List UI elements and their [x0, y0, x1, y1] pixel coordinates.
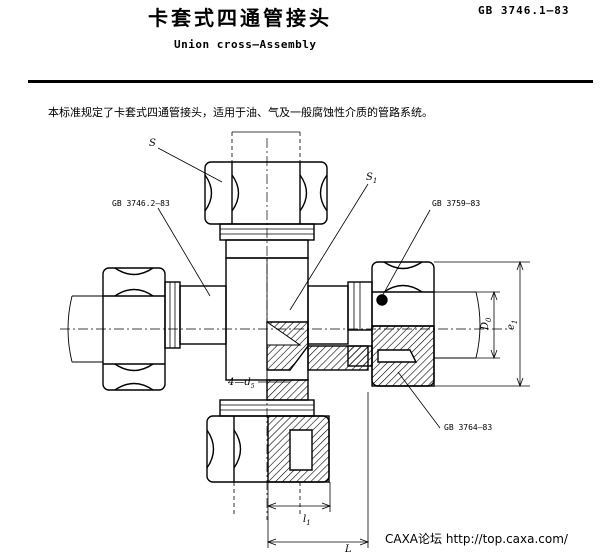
bottom-nut: [206, 399, 330, 516]
label-dim-d0: D0: [480, 317, 493, 331]
right-nut: [347, 261, 481, 387]
center-lines: [60, 138, 510, 520]
header-rule: [28, 80, 593, 83]
page-title: 卡套式四通管接头: [148, 6, 332, 30]
label-body-std: GB 3764—83: [444, 423, 492, 432]
leader-lines: [157, 147, 441, 429]
label-nut-s: S: [149, 138, 156, 149]
label-dim-l1: l1: [303, 514, 311, 527]
label-port-count: 4—d5: [227, 377, 255, 390]
top-nut: [204, 131, 328, 259]
dimension-lines: [266, 260, 530, 548]
watermark: CAXA论坛 http://top.caxa.com/: [385, 532, 568, 546]
label-nut-std: GB 3746.2—83: [112, 199, 170, 208]
label-dim-L: L: [344, 544, 352, 555]
label-body-s1: S1: [366, 172, 377, 185]
intro-paragraph: 本标准规定了卡套式四通管接头，适用于油、气及一般腐蚀性介质的管路系统。: [48, 106, 433, 119]
label-ferrule-std: GB 3759—83: [432, 199, 480, 208]
page-subtitle: Union cross—Assembly: [174, 38, 317, 51]
standard-number: GB 3746.1—83: [478, 4, 570, 17]
label-dim-e1: e1: [506, 320, 519, 330]
